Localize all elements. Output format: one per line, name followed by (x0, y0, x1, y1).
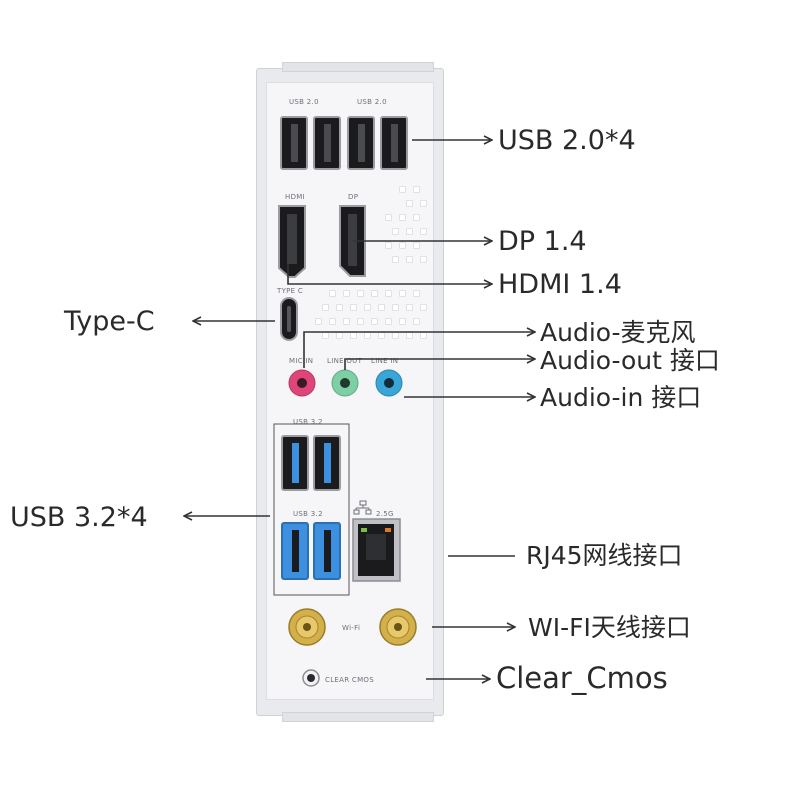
clear-cmos-button (302, 669, 320, 687)
wifi-antenna-right (379, 608, 417, 646)
network-icon (353, 500, 372, 515)
lan-speed-label: 2.5G (376, 510, 394, 518)
vent-hole (406, 228, 413, 235)
io-shield-tab-top (282, 62, 434, 72)
vent-hole (420, 256, 427, 263)
clear-cmos-label: CLEAR CMOS (325, 676, 374, 684)
vent-hole (329, 290, 336, 297)
dp-port (339, 205, 366, 277)
line-in-label: LINE IN (371, 357, 399, 365)
usb20-left-label: USB 2.0 (289, 98, 319, 106)
rj45-callout: RJ45网线接口 (526, 541, 683, 570)
io-shield-tab-bottom (282, 712, 434, 722)
usb32-port-3 (281, 522, 309, 580)
typec-callout: Type-C (64, 306, 155, 337)
vent-hole (385, 290, 392, 297)
vent-hole (406, 256, 413, 263)
vent-hole (392, 256, 399, 263)
audio-in-callout: Audio-in 接口 (540, 383, 702, 412)
vent-hole (322, 304, 329, 311)
audio-out-callout: Audio-out 接口 (540, 346, 720, 375)
rj45-port (352, 518, 401, 582)
vent-hole (371, 318, 378, 325)
vent-hole (399, 318, 406, 325)
vent-hole (420, 228, 427, 235)
typec-port (280, 297, 298, 341)
dp-callout: DP 1.4 (498, 226, 587, 257)
usb20-port-2 (313, 116, 341, 170)
usb32-bottom-label: USB 3.2 (293, 510, 323, 518)
mic-in-jack (288, 369, 316, 397)
dp-label: DP (348, 193, 359, 201)
usb32-port-4 (313, 522, 341, 580)
vent-hole (420, 304, 427, 311)
vent-hole (413, 214, 420, 221)
vent-hole (350, 304, 357, 311)
vent-hole (413, 318, 420, 325)
vent-hole (399, 290, 406, 297)
vent-hole (357, 318, 364, 325)
wifi-callout: WI-FI天线接口 (528, 613, 691, 642)
vent-hole (399, 214, 406, 221)
usb32-callout: USB 3.2*4 (10, 502, 148, 533)
vent-hole (420, 200, 427, 207)
vent-hole (336, 304, 343, 311)
vent-hole (329, 318, 336, 325)
hdmi-port (278, 205, 306, 278)
vent-hole (343, 290, 350, 297)
wifi-antenna-left (288, 608, 326, 646)
audio-mic-callout: Audio-麦克风 (540, 318, 696, 347)
usb32-group-box (273, 423, 350, 596)
vent-hole (385, 318, 392, 325)
vent-hole (406, 200, 413, 207)
vent-hole (413, 242, 420, 249)
usb32-port-2 (313, 435, 341, 491)
vent-hole (399, 242, 406, 249)
usb20-right-label: USB 2.0 (357, 98, 387, 106)
vent-hole (392, 228, 399, 235)
vent-hole (364, 304, 371, 311)
usb20-port-3 (347, 116, 375, 170)
vent-hole (392, 304, 399, 311)
vent-hole (399, 186, 406, 193)
usb20-port-1 (280, 116, 308, 170)
vent-hole (413, 290, 420, 297)
mic-in-label: MIC IN (289, 357, 314, 365)
vent-hole (371, 290, 378, 297)
vent-hole (343, 318, 350, 325)
vent-hole (413, 186, 420, 193)
hdmi-label: HDMI (285, 193, 305, 201)
vent-hole (378, 304, 385, 311)
usb32-top-label: USB 3.2 (293, 418, 323, 426)
line-in-jack (375, 369, 403, 397)
usb32-port-1 (281, 435, 309, 491)
clear-cmos-callout: Clear_Cmos (496, 661, 668, 695)
vent-hole (357, 290, 364, 297)
hdmi-callout: HDMI 1.4 (498, 269, 622, 300)
audio-out-arrow (344, 359, 535, 370)
hdmi-arrow (287, 263, 492, 284)
wifi-label: Wi-Fi (342, 624, 361, 632)
usb20-callout: USB 2.0*4 (498, 125, 636, 156)
vent-hole (315, 318, 322, 325)
vent-hole (385, 242, 392, 249)
audio-mic-arrow (303, 332, 535, 368)
vent-hole (406, 304, 413, 311)
usb20-port-4 (380, 116, 408, 170)
typec-label: TYPE C (277, 287, 304, 295)
vent-hole (385, 214, 392, 221)
